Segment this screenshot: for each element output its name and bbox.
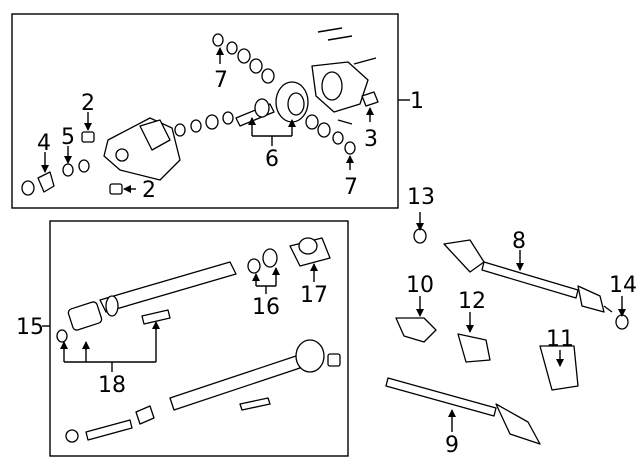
bolt-a bbox=[317, 27, 343, 33]
bushing-16b bbox=[262, 248, 278, 268]
callout-15: 15 bbox=[16, 315, 44, 340]
callout-13: 13 bbox=[407, 185, 435, 210]
callout-6: 6 bbox=[265, 147, 279, 172]
joint-10 bbox=[395, 317, 437, 343]
callout-12: 12 bbox=[458, 289, 486, 314]
axle-shafts bbox=[385, 228, 629, 445]
bearing-a bbox=[205, 114, 219, 130]
bushing-2-lower bbox=[109, 183, 123, 195]
seal-5b bbox=[78, 159, 90, 173]
bearing-b bbox=[222, 111, 234, 125]
axle-8-inner-boot bbox=[443, 239, 485, 273]
differential-assembly bbox=[21, 27, 379, 196]
rear-nut bbox=[327, 353, 341, 367]
cap-part-3 bbox=[361, 91, 379, 107]
bracket-4 bbox=[37, 171, 55, 193]
seal-a bbox=[174, 123, 186, 137]
callout-3: 3 bbox=[364, 127, 378, 152]
bolt-b bbox=[327, 35, 353, 41]
boot-11 bbox=[539, 345, 579, 391]
callout-2-lower: 2 bbox=[142, 178, 156, 203]
center-bearing-ring bbox=[298, 237, 318, 255]
leader-6-bracket bbox=[251, 120, 293, 137]
bolt-18 bbox=[141, 309, 171, 325]
seal-b bbox=[190, 119, 202, 133]
bushing-16a bbox=[247, 258, 261, 274]
housing-bolt-hole bbox=[115, 148, 129, 162]
leader-18-bracket bbox=[63, 326, 157, 363]
callout-14: 14 bbox=[609, 273, 637, 298]
washer-upper-d bbox=[249, 58, 263, 74]
callout-16: 16 bbox=[252, 295, 280, 320]
nut-14 bbox=[615, 314, 629, 330]
washer-lower-a bbox=[305, 114, 319, 130]
propeller-shaft-group-box bbox=[49, 220, 349, 457]
callout-4: 4 bbox=[37, 131, 51, 156]
bolt-rear bbox=[239, 397, 271, 411]
washer-upper-c bbox=[237, 48, 251, 64]
washer-lower-d bbox=[344, 141, 356, 155]
seal-13 bbox=[413, 228, 427, 244]
flex-coupling-rear bbox=[295, 339, 325, 373]
callout-7-upper: 7 bbox=[214, 68, 228, 93]
washer-lower-b bbox=[317, 122, 331, 138]
callout-18: 18 bbox=[98, 373, 126, 398]
axle-9-shaft bbox=[385, 377, 497, 417]
u-joint bbox=[135, 405, 155, 425]
nut-left bbox=[21, 180, 35, 196]
callout-1: 1 bbox=[410, 89, 424, 114]
axle-9-outer-joint bbox=[495, 403, 541, 445]
callout-5: 5 bbox=[61, 125, 75, 150]
leader-16-bracket bbox=[255, 270, 277, 287]
callout-11: 11 bbox=[546, 327, 574, 352]
joint-front bbox=[105, 295, 119, 317]
callout-10: 10 bbox=[406, 273, 434, 298]
callout-17: 17 bbox=[300, 283, 328, 308]
bolt-d bbox=[337, 119, 353, 125]
flex-coupling-front bbox=[67, 301, 103, 331]
rear-housing-bore bbox=[321, 71, 343, 101]
axle-8-outer-boot bbox=[577, 285, 605, 313]
boot-12 bbox=[457, 333, 491, 363]
propeller-shaft-assembly bbox=[56, 237, 341, 443]
propshaft-front-tube bbox=[99, 261, 237, 313]
axle-8-shaft bbox=[481, 261, 579, 299]
nut-18 bbox=[56, 329, 68, 343]
yoke-shaft bbox=[85, 419, 133, 441]
callout-8: 8 bbox=[512, 229, 526, 254]
pinion-gear bbox=[254, 98, 270, 118]
bushing-2-upper bbox=[81, 131, 95, 143]
callout-7-lower: 7 bbox=[344, 175, 358, 200]
rear-differential-group-box bbox=[11, 13, 399, 209]
washer-upper-b bbox=[226, 41, 238, 55]
washer-lower-c bbox=[332, 131, 344, 145]
callout-2-upper: 2 bbox=[81, 91, 95, 116]
yoke-end bbox=[65, 429, 79, 443]
propshaft-rear-tube bbox=[169, 355, 301, 411]
seal-5 bbox=[62, 163, 74, 177]
washer-upper-a bbox=[212, 33, 224, 47]
washer-upper-e bbox=[261, 68, 275, 84]
axle-8-stub bbox=[603, 305, 613, 313]
bolt-c bbox=[353, 57, 377, 65]
callout-9: 9 bbox=[445, 433, 459, 458]
housing-flange bbox=[139, 119, 171, 151]
ring-gear-hub bbox=[287, 92, 305, 116]
